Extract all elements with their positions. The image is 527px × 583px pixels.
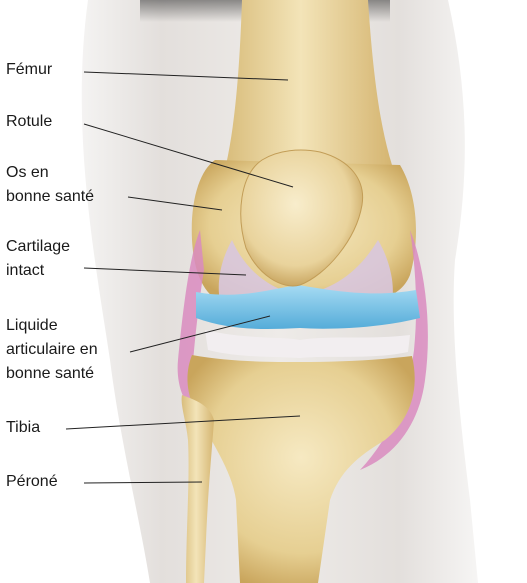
label-rotule: Rotule — [6, 110, 52, 134]
label-femur: Fémur — [6, 58, 52, 82]
label-os-bonne-sante: Os en bonne santé — [6, 161, 94, 209]
label-tibia: Tibia — [6, 416, 40, 440]
label-cartilage-intact: Cartilage intact — [6, 235, 70, 283]
label-perone: Péroné — [6, 470, 58, 494]
label-liquide-articulaire: Liquide articulaire en bonne santé — [6, 314, 98, 386]
femur-shaft — [226, 0, 392, 165]
